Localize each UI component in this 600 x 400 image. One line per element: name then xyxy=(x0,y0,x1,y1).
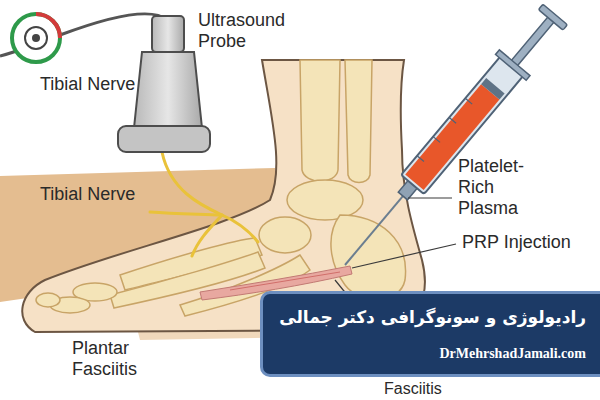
condition-label: Fasciitis xyxy=(384,379,484,398)
fascia-strain xyxy=(230,272,340,290)
nerve-label: Tibial Nerve xyxy=(40,74,140,95)
tibial-nerve xyxy=(150,152,258,256)
brand-banner: رادیولوژی و سونوگرافی دکتر جمالی DrMehrsh… xyxy=(260,291,600,377)
foot-bones xyxy=(36,60,406,316)
probe-label: Ultrasound Probe xyxy=(198,10,308,52)
website-url: DrMehrshadJamali.com xyxy=(279,344,586,364)
nerve-label: Tibial Nerve xyxy=(40,184,140,205)
injection-label: PRP Injection xyxy=(462,232,582,253)
prp-label: Platelet-Rich Plasma xyxy=(458,156,546,219)
logo xyxy=(12,14,60,62)
condition-label: Plantar Fasciitis xyxy=(72,338,182,380)
brand-name: رادیولوژی و سونوگرافی دکتر جمالی xyxy=(279,304,586,330)
